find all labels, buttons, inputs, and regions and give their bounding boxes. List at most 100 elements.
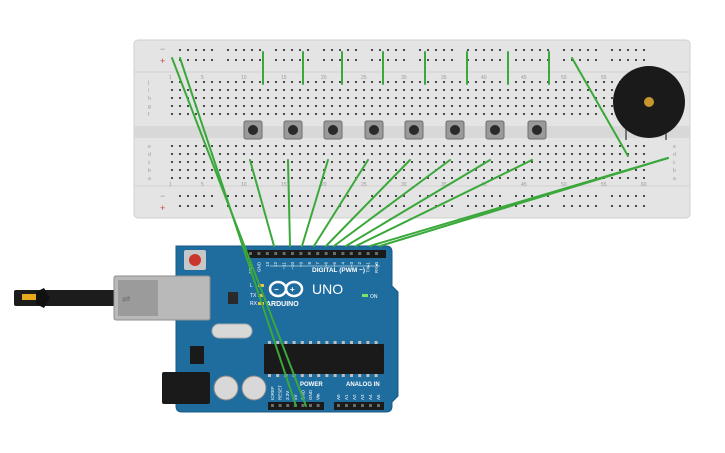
rail-hole[interactable] xyxy=(235,49,237,51)
breadboard-hole[interactable] xyxy=(499,81,501,83)
breadboard-hole[interactable] xyxy=(235,97,237,99)
breadboard-hole[interactable] xyxy=(323,89,325,91)
breadboard-hole[interactable] xyxy=(419,97,421,99)
breadboard-hole[interactable] xyxy=(587,113,589,115)
header-socket[interactable] xyxy=(271,404,274,407)
breadboard-hole[interactable] xyxy=(307,161,309,163)
breadboard-hole[interactable] xyxy=(507,113,509,115)
rail-hole[interactable] xyxy=(299,195,301,197)
breadboard-hole[interactable] xyxy=(475,105,477,107)
header-socket[interactable] xyxy=(333,252,336,255)
breadboard-hole[interactable] xyxy=(227,161,229,163)
breadboard-hole[interactable] xyxy=(411,97,413,99)
rail-hole[interactable] xyxy=(339,59,341,61)
breadboard-hole[interactable] xyxy=(363,153,365,155)
breadboard-hole[interactable] xyxy=(587,153,589,155)
breadboard-hole[interactable] xyxy=(355,89,357,91)
breadboard-hole[interactable] xyxy=(499,169,501,171)
breadboard-hole[interactable] xyxy=(563,145,565,147)
rail-hole[interactable] xyxy=(331,195,333,197)
breadboard-hole[interactable] xyxy=(459,161,461,163)
breadboard-hole[interactable] xyxy=(187,145,189,147)
reset-button[interactable] xyxy=(189,254,201,266)
breadboard-hole[interactable] xyxy=(339,153,341,155)
rail-hole[interactable] xyxy=(331,205,333,207)
breadboard-hole[interactable] xyxy=(571,105,573,107)
breadboard-hole[interactable] xyxy=(187,169,189,171)
breadboard-hole[interactable] xyxy=(387,81,389,83)
breadboard-hole[interactable] xyxy=(171,169,173,171)
breadboard-hole[interactable] xyxy=(499,177,501,179)
breadboard-hole[interactable] xyxy=(307,89,309,91)
rail-hole[interactable] xyxy=(579,195,581,197)
breadboard-hole[interactable] xyxy=(283,161,285,163)
breadboard-hole[interactable] xyxy=(435,153,437,155)
breadboard-hole[interactable] xyxy=(547,161,549,163)
breadboard-hole[interactable] xyxy=(451,97,453,99)
header-socket[interactable] xyxy=(301,404,305,407)
breadboard-hole[interactable] xyxy=(579,113,581,115)
breadboard-hole[interactable] xyxy=(179,145,181,147)
rail-hole[interactable] xyxy=(587,59,589,61)
rail-hole[interactable] xyxy=(395,49,397,51)
breadboard-hole[interactable] xyxy=(555,105,557,107)
breadboard-hole[interactable] xyxy=(547,105,549,107)
rail-hole[interactable] xyxy=(443,59,445,61)
rail-hole[interactable] xyxy=(403,59,405,61)
wire[interactable] xyxy=(571,57,629,157)
breadboard-hole[interactable] xyxy=(555,145,557,147)
header-socket[interactable] xyxy=(316,252,320,255)
rail-hole[interactable] xyxy=(539,205,541,207)
breadboard-hole[interactable] xyxy=(523,169,525,171)
breadboard-hole[interactable] xyxy=(187,177,189,179)
breadboard-hole[interactable] xyxy=(467,113,469,115)
breadboard-hole[interactable] xyxy=(379,145,381,147)
breadboard-hole[interactable] xyxy=(531,113,533,115)
breadboard-hole[interactable] xyxy=(251,113,253,115)
breadboard-hole[interactable] xyxy=(355,113,357,115)
breadboard-hole[interactable] xyxy=(387,113,389,115)
breadboard-hole[interactable] xyxy=(571,145,573,147)
header-socket[interactable] xyxy=(309,404,312,407)
breadboard-hole[interactable] xyxy=(355,161,357,163)
rail-hole[interactable] xyxy=(611,195,613,197)
breadboard-hole[interactable] xyxy=(235,177,237,179)
breadboard-hole[interactable] xyxy=(539,161,541,163)
breadboard-hole[interactable] xyxy=(483,81,485,83)
rail-hole[interactable] xyxy=(643,205,645,207)
breadboard-hole[interactable] xyxy=(179,97,181,99)
breadboard-hole[interactable] xyxy=(355,97,357,99)
breadboard-hole[interactable] xyxy=(547,113,549,115)
header-socket[interactable] xyxy=(361,404,364,407)
rail-hole[interactable] xyxy=(619,49,621,51)
breadboard-hole[interactable] xyxy=(283,169,285,171)
rail-hole[interactable] xyxy=(611,205,613,207)
breadboard-hole[interactable] xyxy=(299,177,301,179)
breadboard-hole[interactable] xyxy=(611,89,613,91)
breadboard-hole[interactable] xyxy=(371,177,373,179)
breadboard-hole[interactable] xyxy=(499,89,501,91)
breadboard-hole[interactable] xyxy=(307,153,309,155)
rail-hole[interactable] xyxy=(291,205,293,207)
rail-hole[interactable] xyxy=(587,205,589,207)
breadboard-hole[interactable] xyxy=(331,113,333,115)
rail-hole[interactable] xyxy=(595,205,597,207)
breadboard-hole[interactable] xyxy=(435,81,437,83)
breadboard-hole[interactable] xyxy=(227,81,229,83)
rail-hole[interactable] xyxy=(371,205,373,207)
breadboard-hole[interactable] xyxy=(403,161,405,163)
breadboard-hole[interactable] xyxy=(547,177,549,179)
breadboard-hole[interactable] xyxy=(611,153,613,155)
rail-hole[interactable] xyxy=(419,195,421,197)
rail-hole[interactable] xyxy=(243,49,245,51)
breadboard-hole[interactable] xyxy=(355,145,357,147)
breadboard-hole[interactable] xyxy=(403,153,405,155)
breadboard-hole[interactable] xyxy=(603,153,605,155)
breadboard-hole[interactable] xyxy=(395,97,397,99)
breadboard-hole[interactable] xyxy=(299,89,301,91)
breadboard-hole[interactable] xyxy=(531,105,533,107)
breadboard-hole[interactable] xyxy=(299,153,301,155)
breadboard-hole[interactable] xyxy=(195,97,197,99)
breadboard-hole[interactable] xyxy=(235,145,237,147)
breadboard-hole[interactable] xyxy=(507,177,509,179)
